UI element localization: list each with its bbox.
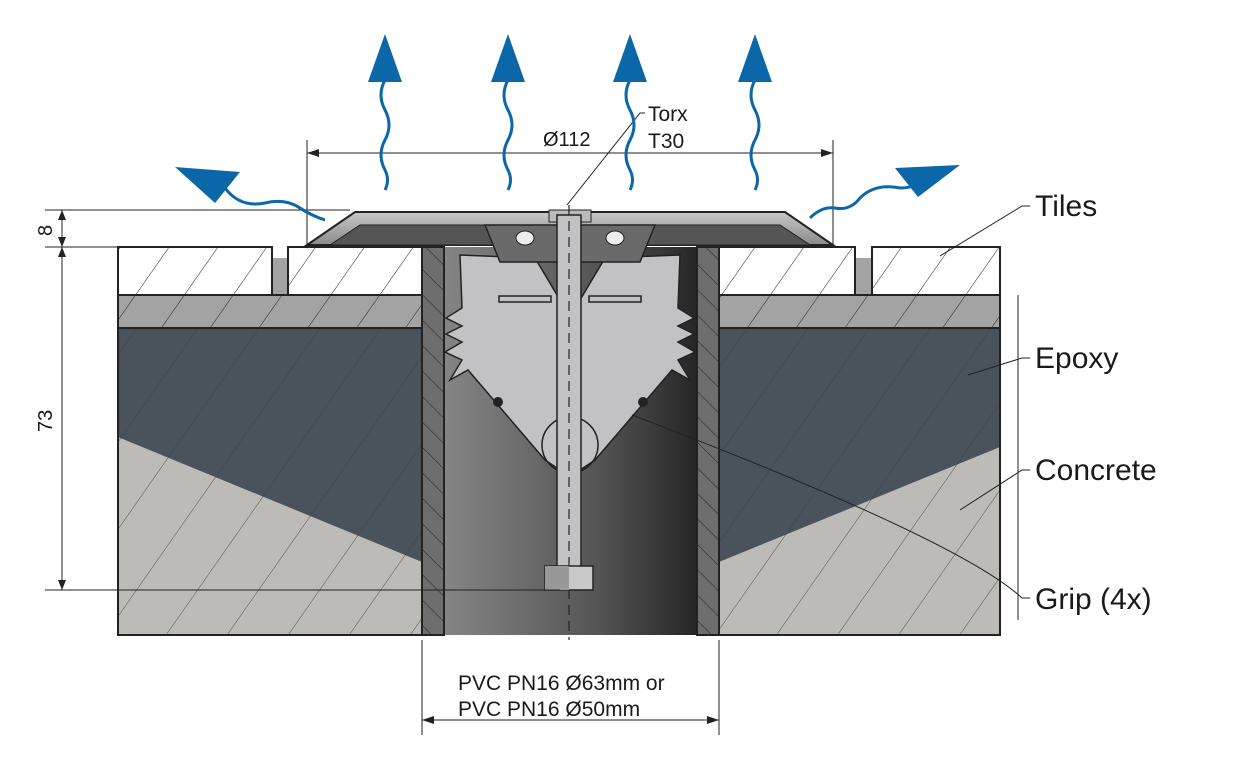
- torx-label: Torx: [648, 103, 688, 126]
- pipe-spec-line1: PVC PN16 Ø63mm or: [458, 672, 665, 695]
- up-arrow-icon: [491, 34, 525, 191]
- tiles-layer: [117, 246, 1001, 636]
- up-arrow-icon: [613, 34, 647, 191]
- torx-size-label: T30: [648, 130, 684, 153]
- leader-lines: [566, 112, 1030, 599]
- diameter-dimension: Ø112: [543, 129, 590, 151]
- pipe-spec-line2: PVC PN16 Ø50mm: [458, 698, 640, 721]
- dimension-lines: [45, 140, 1019, 735]
- epoxy-layer: [118, 328, 1000, 562]
- concrete-label: Concrete: [1035, 454, 1157, 487]
- airflow-arrows: [175, 34, 960, 222]
- right-outflow-arrow-icon: [808, 165, 960, 220]
- up-arrow-icon: [738, 34, 772, 191]
- tiles-label: Tiles: [1035, 190, 1097, 223]
- grip-label: Grip (4x): [1035, 583, 1152, 616]
- left-outflow-arrow-icon: [175, 167, 326, 222]
- mortar-layer: [118, 295, 1000, 329]
- dimension-arrowheads: [58, 149, 833, 724]
- depth-dimension: 73: [35, 410, 57, 432]
- epoxy-label: Epoxy: [1035, 342, 1118, 375]
- bolt: [544, 205, 594, 640]
- flange-height-dimension: 8: [35, 225, 57, 236]
- grip: [443, 254, 697, 474]
- up-arrow-icon: [368, 34, 402, 191]
